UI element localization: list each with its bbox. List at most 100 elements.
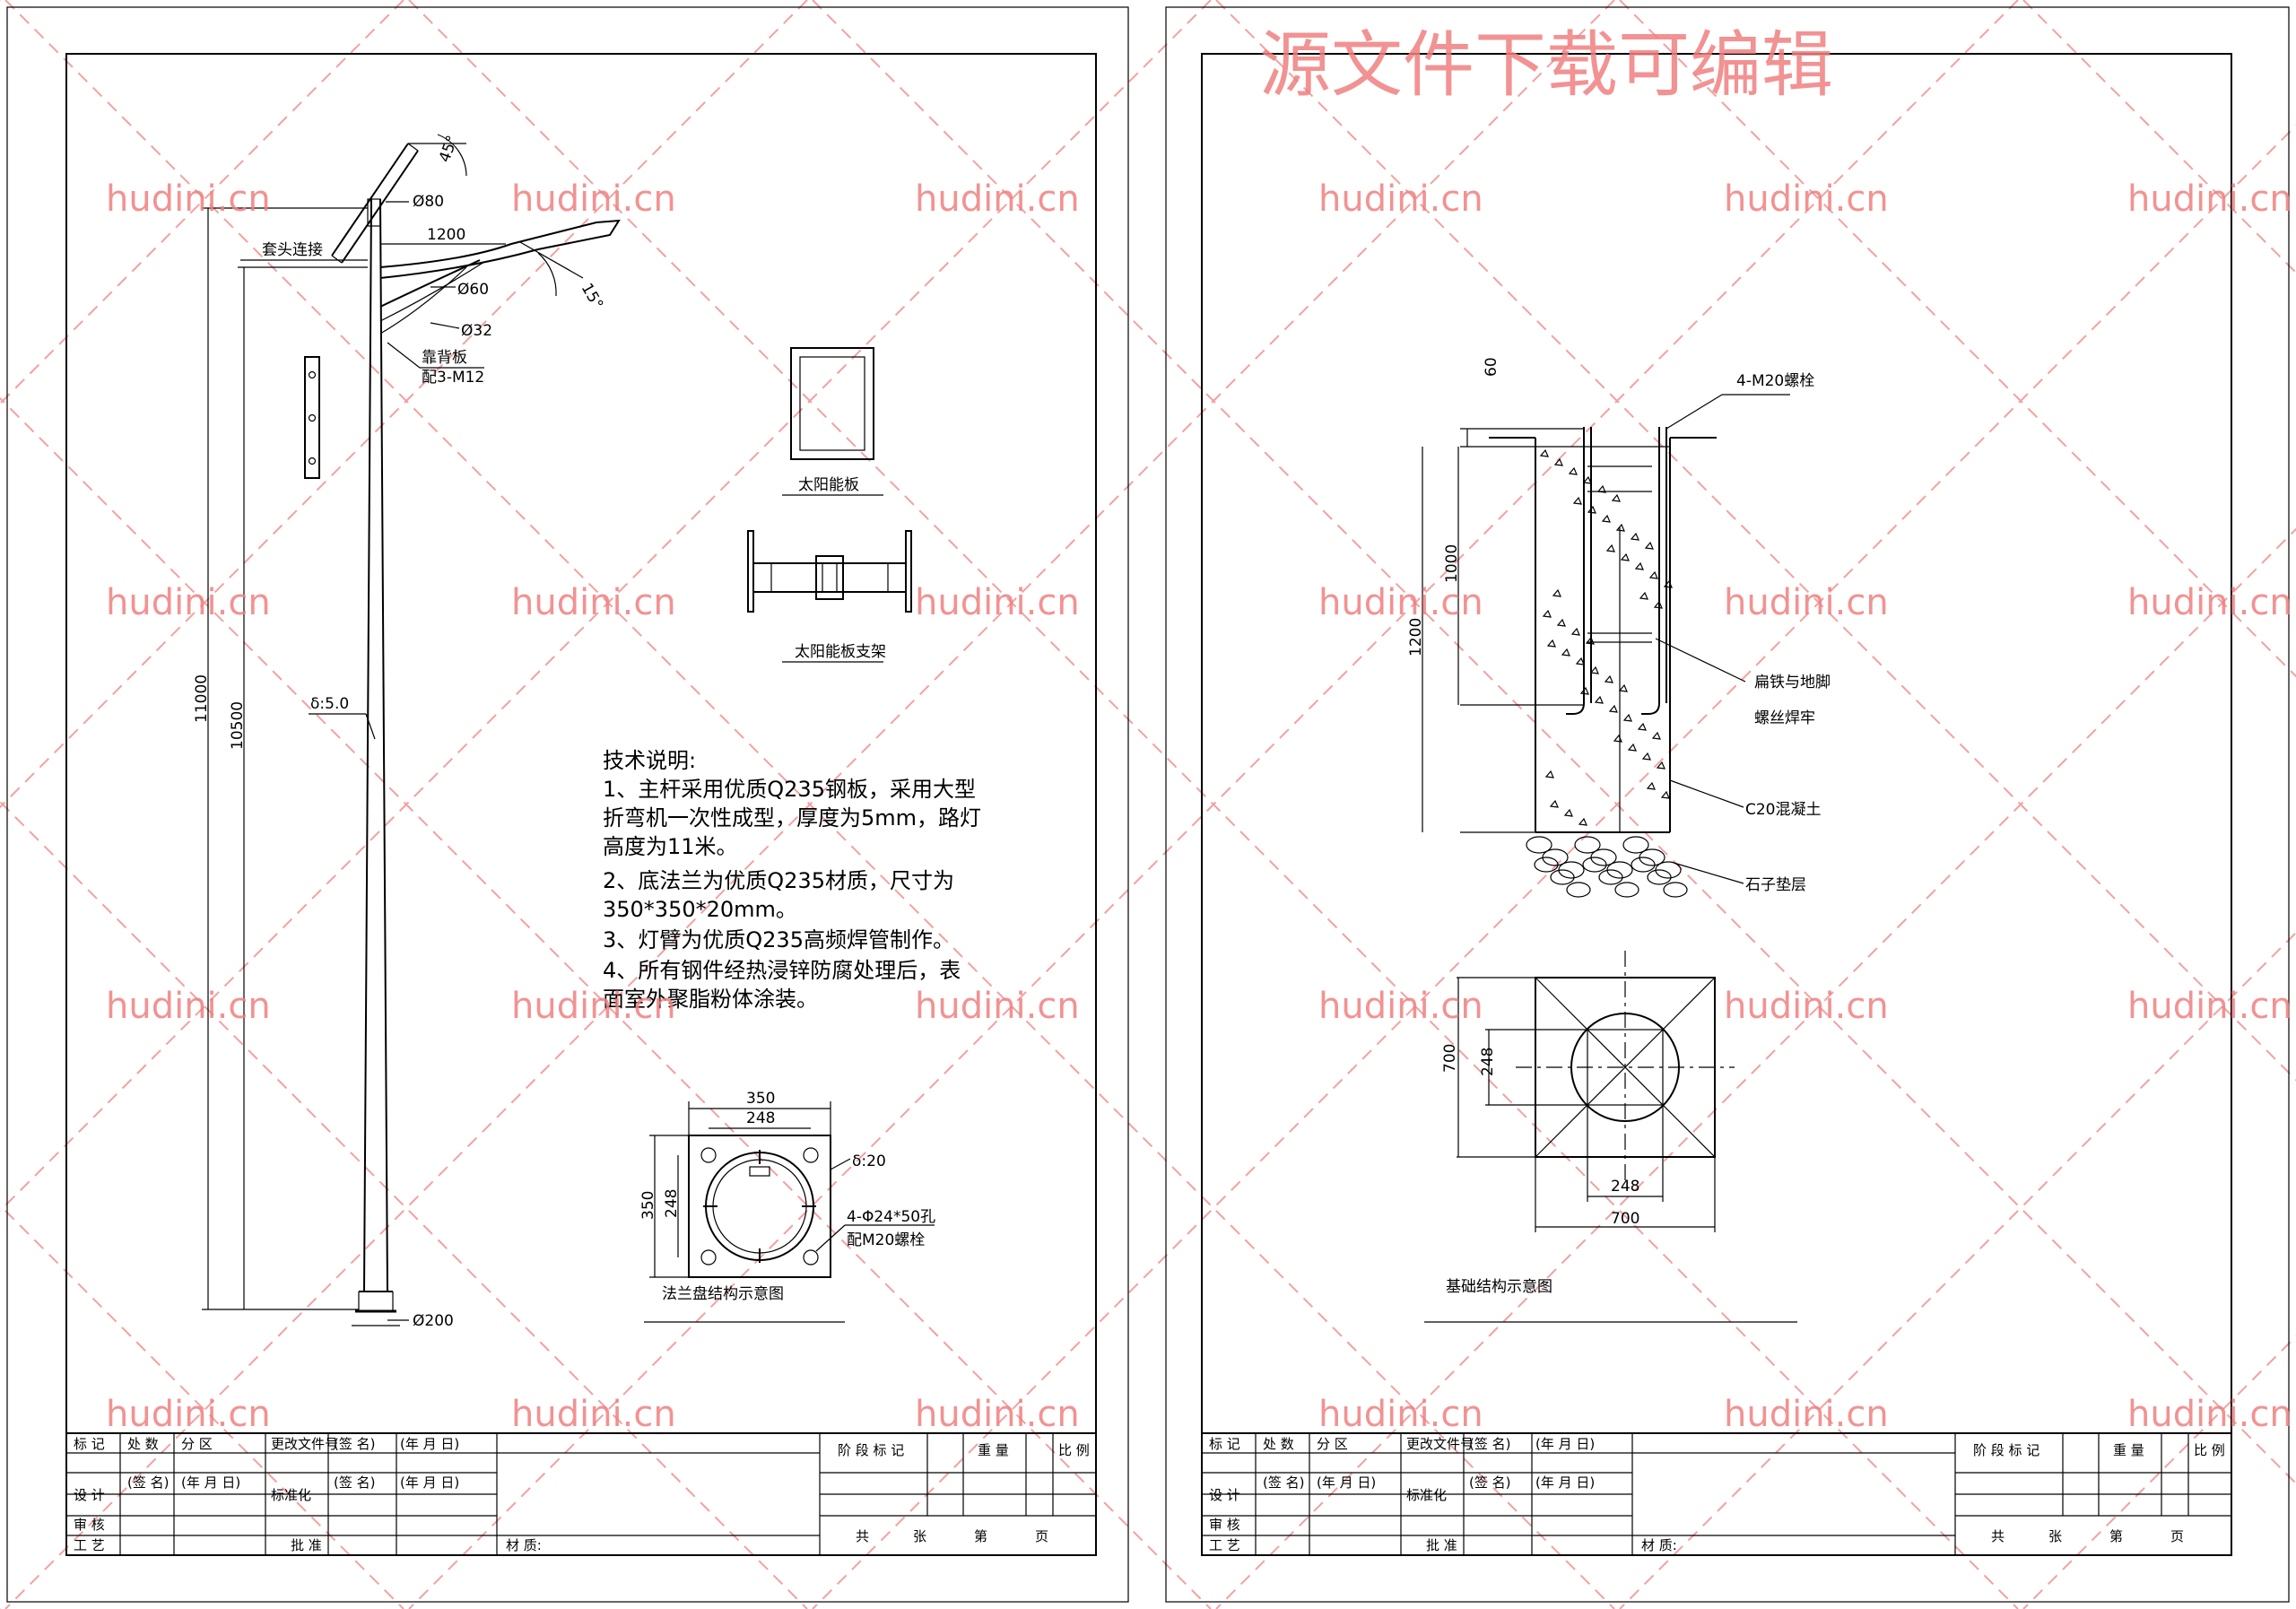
watermark-diagonal bbox=[1215, 527, 2296, 1609]
concrete-aggregate bbox=[1570, 627, 1580, 636]
title-block-cell: 阶 段 标 记 bbox=[838, 1442, 904, 1458]
title-block-cell: (签 名) bbox=[127, 1474, 169, 1491]
gravel-stone bbox=[1655, 861, 1682, 879]
concrete-aggregate bbox=[1641, 752, 1651, 761]
tech-note-line: 面室外聚脂粉体涂装。 bbox=[603, 987, 818, 1012]
watermark-diagonal bbox=[1619, 931, 2296, 1609]
gravel-stone bbox=[1590, 848, 1617, 866]
concrete-aggregate bbox=[1663, 579, 1673, 588]
watermark-diagonal bbox=[2022, 1335, 2296, 1609]
concrete-aggregate bbox=[1651, 731, 1661, 740]
concrete-aggregate bbox=[1563, 808, 1573, 817]
gravel-label: 石子垫层 bbox=[1745, 876, 1806, 894]
title-block-cell: (年 月 日) bbox=[1535, 1474, 1595, 1491]
concrete-aggregate bbox=[1622, 713, 1632, 722]
concrete-aggregate bbox=[1552, 588, 1561, 597]
concrete-aggregate bbox=[1578, 817, 1587, 826]
concrete-aggregate bbox=[1646, 781, 1656, 790]
title-block-cell: 张 bbox=[2048, 1528, 2062, 1544]
concrete-aggregate bbox=[1648, 570, 1658, 579]
watermark-banner: 源文件下载可编辑 bbox=[1259, 23, 1833, 107]
title-block-cell: 共 bbox=[1991, 1528, 2005, 1544]
gravel-stone bbox=[1550, 869, 1575, 885]
concrete-aggregate bbox=[1639, 591, 1648, 600]
concrete-aggregate bbox=[1620, 552, 1630, 561]
concrete-aggregate bbox=[1582, 475, 1592, 484]
lamp-height-label: 10500 bbox=[229, 701, 247, 750]
dia-base-label: Ø200 bbox=[413, 1312, 454, 1330]
concrete-aggregate bbox=[1579, 686, 1589, 695]
dia-brace-label: Ø32 bbox=[461, 322, 492, 340]
title-block-cell: (签 名) bbox=[1469, 1436, 1510, 1452]
dim-60-label: 60 bbox=[1483, 357, 1500, 377]
dia-top-label: Ø80 bbox=[413, 193, 444, 211]
tech-notes: 技术说明: 1、主杆采用优质Q235钢板，采用大型 折弯机一次性成型，厚度为5m… bbox=[603, 748, 981, 1012]
title-block-cell: 重 量 bbox=[2113, 1442, 2144, 1458]
watermark-site: hudini.cn bbox=[915, 1394, 1080, 1435]
watermark-diagonal bbox=[812, 124, 2296, 1609]
flange-thickness-label: δ:20 bbox=[852, 1152, 886, 1170]
watermark-site: hudini.cn bbox=[1724, 986, 1889, 1027]
flange-inner-label: 248 bbox=[746, 1109, 775, 1127]
solar-panel-label: 太阳能板 bbox=[798, 476, 859, 494]
concrete-aggregate bbox=[1549, 799, 1559, 808]
watermark-site: hudini.cn bbox=[1318, 582, 1483, 623]
flange-holes-label: 4-Φ24*50孔 bbox=[847, 1208, 935, 1226]
weld-label-line2: 螺丝焊牢 bbox=[1754, 709, 1815, 727]
watermark-site: hudini.cn bbox=[915, 986, 1080, 1027]
backplate-detail bbox=[304, 356, 320, 479]
concrete-aggregate bbox=[1587, 505, 1596, 514]
concrete-aggregate bbox=[1634, 561, 1644, 570]
gravel-stone bbox=[1582, 857, 1607, 873]
dia-arm-label: Ø60 bbox=[457, 281, 489, 299]
concrete-fill bbox=[1539, 448, 1673, 826]
concrete-aggregate bbox=[1627, 743, 1637, 752]
solar-bracket: 太阳能板支架 bbox=[747, 530, 912, 663]
title-block-cell: 审 核 bbox=[74, 1517, 105, 1533]
gravel-stone bbox=[1663, 882, 1688, 898]
flange-outer-v-label: 350 bbox=[639, 1191, 657, 1220]
watermark-diagonal bbox=[0, 0, 808, 809]
gravel-stone bbox=[1534, 857, 1559, 873]
title-block-cell: 第 bbox=[2109, 1528, 2123, 1544]
tech-note-line: 高度为11米。 bbox=[603, 834, 738, 859]
left-sheet-border bbox=[6, 6, 1129, 1603]
concrete-aggregate bbox=[1637, 722, 1647, 731]
watermark-site: hudini.cn bbox=[915, 582, 1080, 623]
title-block-cell: (签 名) bbox=[1469, 1474, 1510, 1491]
gravel-layer bbox=[1526, 836, 1688, 898]
concrete-aggregate bbox=[1613, 734, 1622, 743]
left-sheet: 45° 15° Ø80 1200 套头 bbox=[6, 6, 1129, 1603]
flange-title: 法兰盘结构示意图 bbox=[662, 1285, 784, 1303]
title-block-cell: 处 数 bbox=[127, 1436, 159, 1452]
title-block-cell: 比 例 bbox=[2194, 1442, 2225, 1458]
plan-248-v-label: 248 bbox=[1479, 1048, 1497, 1076]
title-block-cell: (签 名) bbox=[1263, 1474, 1304, 1491]
watermark-diagonal bbox=[408, 0, 2019, 1609]
title-block-cell: 张 bbox=[913, 1528, 926, 1544]
watermark-site: hudini.cn bbox=[1724, 178, 1889, 220]
title-block-cell: (签 名) bbox=[334, 1474, 375, 1491]
title-block-cell: 工 艺 bbox=[1209, 1537, 1240, 1553]
concrete-aggregate bbox=[1553, 457, 1563, 466]
title-block-cell: 第 bbox=[974, 1528, 987, 1544]
sleeve-label: 套头连接 bbox=[262, 241, 323, 259]
left-drawing-frame bbox=[65, 53, 1097, 1556]
title-block-cell: 设 计 bbox=[74, 1487, 105, 1503]
title-block-cell: 标 记 bbox=[74, 1436, 105, 1452]
watermark-diagonal bbox=[1619, 0, 2296, 678]
watermark-site: hudini.cn bbox=[511, 582, 676, 623]
right-sheet: 60 1000 1200 4-M20螺栓 扁铁与地脚 螺丝焊牢 C20混凝土 石… bbox=[1165, 6, 2290, 1603]
concrete-aggregate bbox=[1601, 514, 1611, 523]
title-block-cell: 共 bbox=[856, 1528, 869, 1544]
foundation-section: 60 1000 1200 4-M20螺栓 扁铁与地脚 螺丝焊牢 C20混凝土 石… bbox=[1407, 357, 1831, 898]
title-block-right: 标 记处 数分 区更改文件号(签 名)(年 月 日)设 计(签 名)(年 月 日… bbox=[1202, 1432, 2231, 1555]
dim-1000-label: 1000 bbox=[1443, 544, 1461, 583]
watermark-site: hudini.cn bbox=[2127, 1394, 2292, 1435]
watermark-site: hudini.cn bbox=[1318, 178, 1483, 220]
total-height-label: 11000 bbox=[193, 674, 211, 723]
plan-248-h-label: 248 bbox=[1611, 1178, 1639, 1196]
watermark-site: hudini.cn bbox=[106, 582, 271, 623]
watermark-diagonal bbox=[0, 800, 808, 1609]
watermark-text: hudini.cn hudini.cn hudini.cn hudini.cn hudi… bbox=[106, 178, 2292, 1435]
